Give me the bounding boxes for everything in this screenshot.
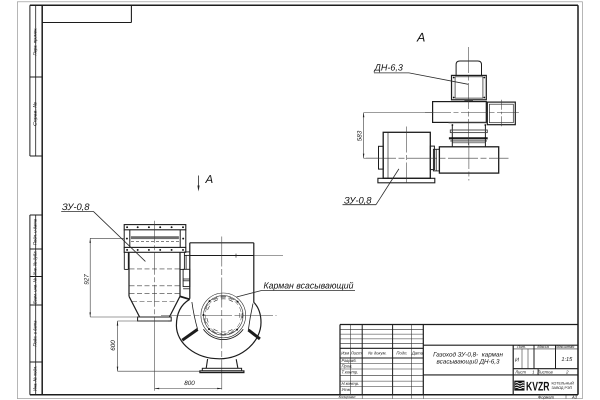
svg-text:Инв. № подл.: Инв. № подл. <box>32 366 38 391</box>
svg-text:Лист: Лист <box>350 351 362 356</box>
svg-text:Лит.: Лит. <box>516 344 526 349</box>
svg-text:Утв.: Утв. <box>342 387 352 392</box>
svg-text:KVZR: KVZR <box>526 379 550 393</box>
svg-text:600: 600 <box>110 340 117 351</box>
svg-text:ЗУ-0,8: ЗУ-0,8 <box>344 195 372 206</box>
svg-text:Масштаб: Масштаб <box>556 344 575 349</box>
svg-text:Пров.: Пров. <box>342 364 353 369</box>
svg-text:Копировал: Копировал <box>339 395 356 399</box>
svg-text:Разраб.: Разраб. <box>342 358 357 363</box>
svg-text:1: 1 <box>532 369 534 374</box>
svg-text:2: 2 <box>565 369 569 374</box>
svg-text:Подп. и дата: Подп. и дата <box>32 219 38 245</box>
svg-text:Н.контр.: Н.контр. <box>342 381 360 386</box>
svg-text:ДН-6,3: ДН-6,3 <box>374 63 403 73</box>
svg-text:Инв. № дубл.: Инв. № дубл. <box>32 251 38 276</box>
svg-text:800: 800 <box>184 380 195 387</box>
svg-text:А: А <box>205 174 214 186</box>
svg-text:Дата: Дата <box>411 351 424 356</box>
svg-text:Лист: Лист <box>514 369 526 374</box>
svg-text:Газоход ЗУ-0,8- карман: Газоход ЗУ-0,8- карман <box>433 352 503 359</box>
svg-text:Формат: Формат <box>538 394 555 399</box>
svg-text:А: А <box>416 31 425 45</box>
svg-text:КОТЕЛЬНЫЙ: КОТЕЛЬНЫЙ <box>552 380 575 385</box>
svg-text:Справ. №: Справ. № <box>32 101 38 126</box>
svg-text:Подп.: Подп. <box>396 351 407 356</box>
svg-text:1:15: 1:15 <box>561 357 573 363</box>
svg-text:Подп. и дата: Подп. и дата <box>32 320 38 346</box>
svg-text:Т.контр.: Т.контр. <box>342 369 359 374</box>
svg-text:583: 583 <box>357 130 364 141</box>
svg-text:Перв. примен.: Перв. примен. <box>32 28 38 56</box>
svg-text:Карман всасывающий: Карман всасывающий <box>264 280 354 290</box>
svg-text:И: И <box>515 357 519 363</box>
svg-text:А3: А3 <box>571 394 578 399</box>
svg-text:Изм: Изм <box>341 351 349 356</box>
svg-text:Масса: Масса <box>537 344 549 349</box>
svg-text:всасывающий ДН-6,3: всасывающий ДН-6,3 <box>437 359 500 366</box>
svg-text:Взам. инв. №: Взам. инв. № <box>32 277 38 304</box>
svg-text:№ докум.: № докум. <box>368 351 386 356</box>
svg-text:Листов: Листов <box>536 369 553 374</box>
svg-text:927: 927 <box>84 274 91 285</box>
svg-text:ЗУ-0,8: ЗУ-0,8 <box>62 201 90 212</box>
svg-text:ЗАВОД РЭП: ЗАВОД РЭП <box>552 386 573 390</box>
